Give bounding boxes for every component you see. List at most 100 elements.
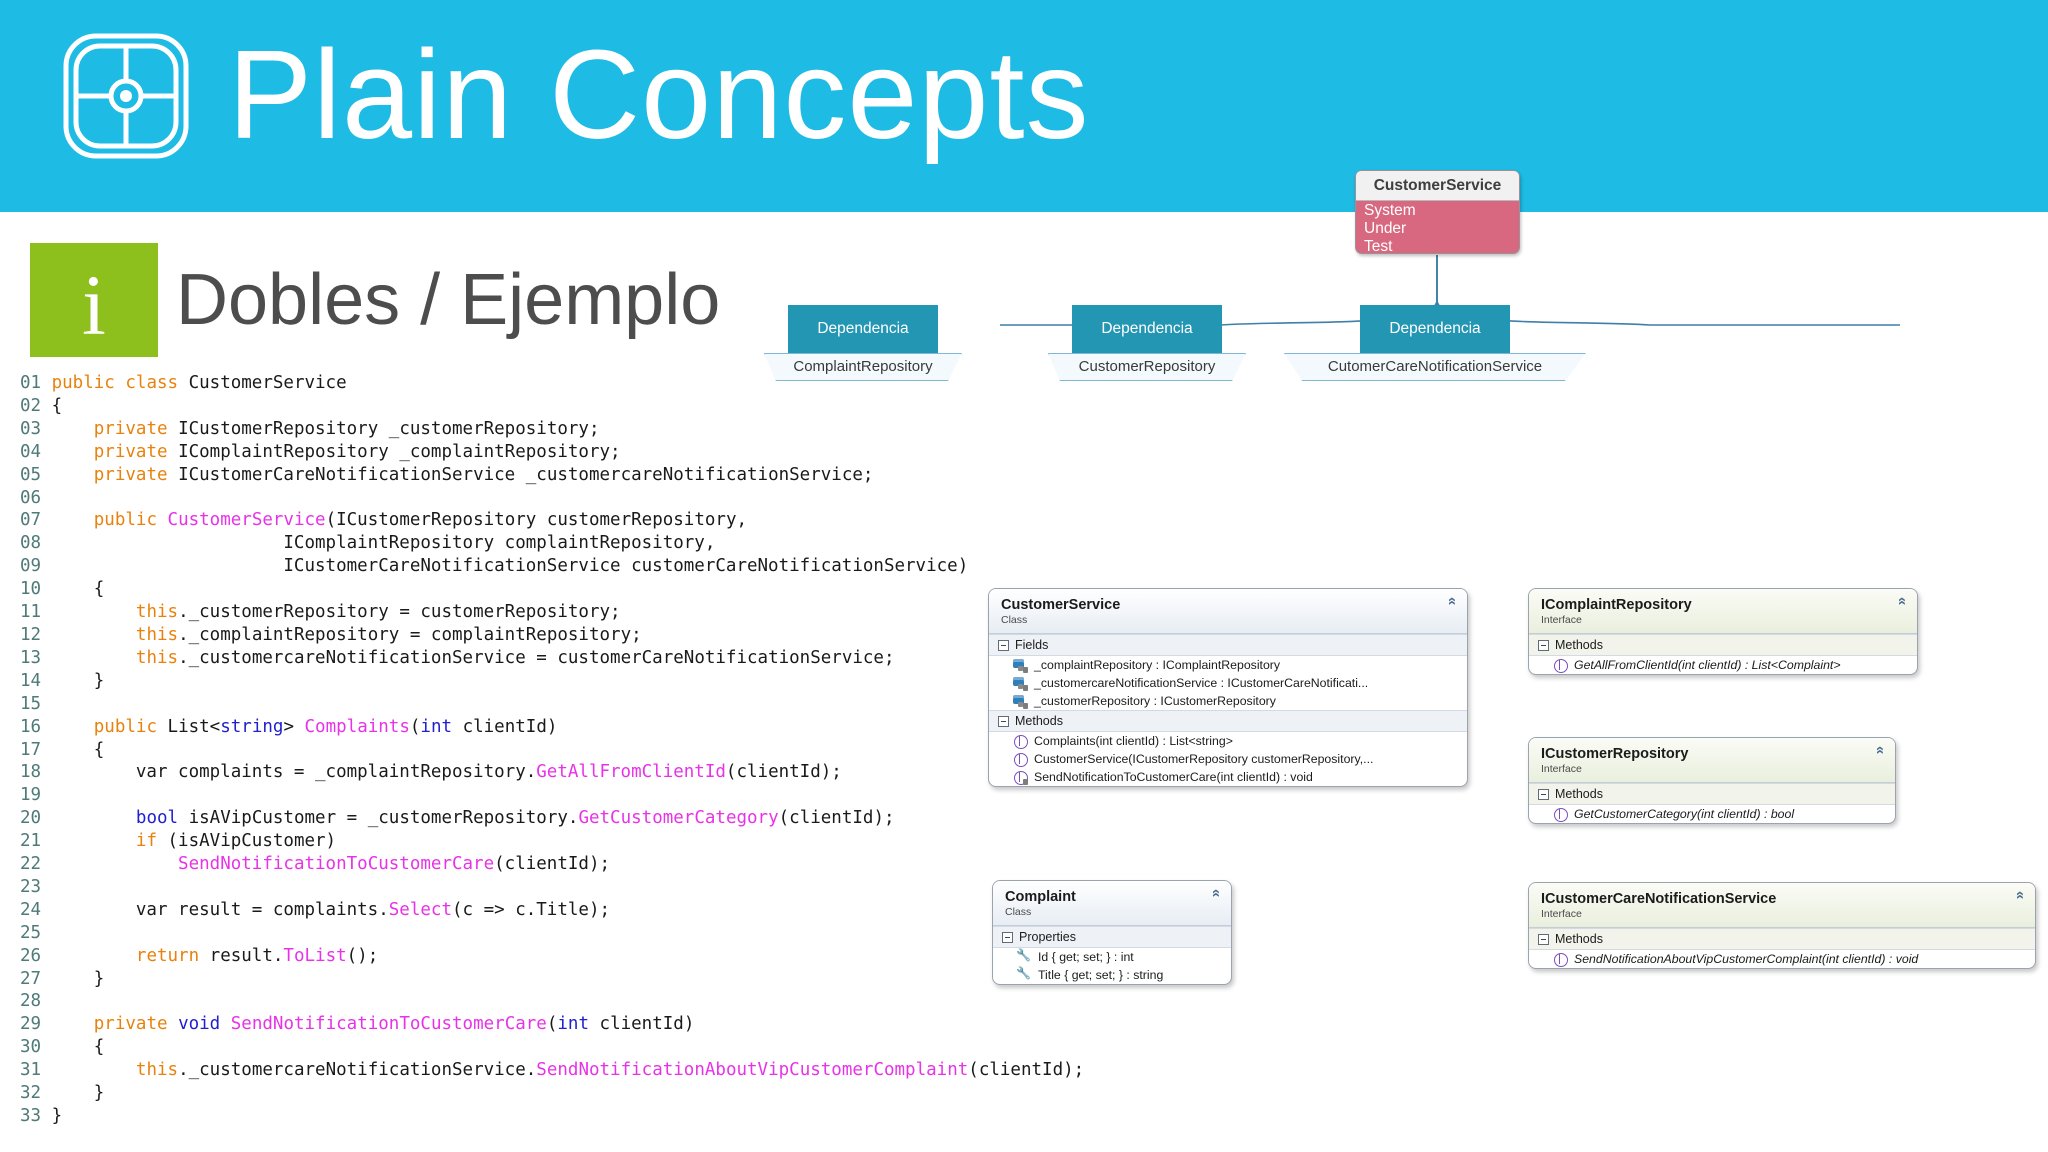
code-token: void bbox=[178, 1014, 221, 1035]
uml-type-name: CustomerService bbox=[1001, 597, 1121, 613]
uml-member-row[interactable]: CustomerService(ICustomerRepository cust… bbox=[989, 750, 1467, 768]
code-line: 22 SendNotificationToCustomerCare(client… bbox=[20, 853, 1084, 876]
uml-type-kind: Class bbox=[1005, 906, 1032, 918]
uml-member-row[interactable]: GetAllFromClientId(int clientId) : List<… bbox=[1529, 656, 1917, 674]
code-token bbox=[52, 442, 94, 462]
uml-member-row[interactable]: Complaints(int clientId) : List<string> bbox=[989, 732, 1467, 750]
uml-member-row[interactable]: SendNotificationAboutVipCustomerComplain… bbox=[1529, 950, 2035, 968]
code-token: ( bbox=[546, 1014, 558, 1035]
uml-section-header[interactable]: Fields bbox=[989, 634, 1467, 656]
code-line-number: 30 bbox=[20, 1037, 52, 1058]
uml-member-row[interactable]: SendNotificationToCustomerCare(int clien… bbox=[989, 768, 1467, 786]
uml-member-label: Complaints(int clientId) : List<string> bbox=[1034, 734, 1233, 748]
code-token: result. bbox=[199, 945, 284, 966]
code-token: private bbox=[93, 464, 179, 485]
property-icon bbox=[1016, 948, 1031, 964]
code-line-number: 15 bbox=[20, 693, 52, 714]
chevron-up-icon[interactable]: « bbox=[1444, 597, 1461, 606]
code-line: 16 public List<string> Complaints(int cl… bbox=[20, 716, 1084, 739]
collapse-minus-icon[interactable] bbox=[1538, 933, 1549, 945]
code-line: 12 this._complaintRepository = complaint… bbox=[20, 624, 1084, 647]
code-line: 01 public class CustomerService bbox=[20, 372, 1084, 395]
uml-member-row[interactable]: _customerRepository : ICustomerRepositor… bbox=[989, 692, 1467, 710]
collapse-minus-icon[interactable] bbox=[1538, 639, 1549, 651]
code-token: (); bbox=[346, 945, 379, 966]
code-token: ICustomerRepository _customerRepository; bbox=[178, 418, 600, 439]
uml-member-row[interactable]: GetCustomerCategory(int clientId) : bool bbox=[1529, 805, 1895, 823]
collapse-minus-icon[interactable] bbox=[1538, 788, 1549, 800]
code-line: 03 private ICustomerRepository _customer… bbox=[20, 418, 1084, 441]
code-line-number: 12 bbox=[20, 624, 52, 645]
code-token: (clientId); bbox=[778, 808, 895, 829]
uml-section-header[interactable]: Methods bbox=[1529, 928, 2035, 950]
code-line: 17 { bbox=[20, 739, 1084, 762]
collapse-minus-icon[interactable] bbox=[1002, 931, 1013, 943]
collapse-minus-icon[interactable] bbox=[998, 639, 1009, 651]
uml-section-title: Properties bbox=[1019, 930, 1076, 944]
code-token bbox=[52, 648, 136, 668]
code-token: Select bbox=[388, 899, 452, 920]
dependency-name-3: CutomerCareNotificationService bbox=[1327, 358, 1543, 375]
uml-section-header[interactable]: Methods bbox=[1529, 783, 1895, 805]
uml-section-title: Methods bbox=[1015, 714, 1063, 728]
code-line: 27 } bbox=[20, 968, 1084, 991]
code-token: int bbox=[557, 1014, 589, 1035]
chevron-up-icon[interactable]: « bbox=[1894, 597, 1911, 606]
code-token: } bbox=[51, 1083, 105, 1104]
code-token: clientId) bbox=[589, 1014, 695, 1035]
code-token: ICustomerCareNotificationService _custom… bbox=[178, 464, 874, 485]
uml-type-name: IComplaintRepository bbox=[1541, 597, 1692, 613]
dependency-tree-diagram: CustomerService System Under Test Depend… bbox=[764, 150, 2040, 410]
uml-member-row[interactable]: Title { get; set; } : string bbox=[993, 966, 1231, 984]
field-icon bbox=[1013, 694, 1028, 709]
code-token: int bbox=[420, 716, 453, 737]
code-line-number: 09 bbox=[20, 556, 52, 577]
code-token: > bbox=[283, 716, 305, 737]
property-icon bbox=[1016, 966, 1031, 982]
code-line: 24 var result = complaints.Select(c => c… bbox=[20, 899, 1084, 922]
code-line: 11 this._customerRepository = customerRe… bbox=[20, 601, 1084, 624]
code-token: IComplaintRepository complaintRepository… bbox=[51, 533, 716, 554]
uml-member-row[interactable]: _complaintRepository : IComplaintReposit… bbox=[989, 656, 1467, 674]
code-token bbox=[52, 854, 178, 874]
uml-section-title: Fields bbox=[1015, 638, 1049, 652]
code-line-number: 16 bbox=[20, 716, 52, 737]
uml-member-row[interactable]: Id { get; set; } : int bbox=[993, 948, 1231, 966]
collapse-minus-icon[interactable] bbox=[998, 715, 1009, 727]
code-line: 07 public CustomerService(ICustomerRepos… bbox=[20, 509, 1084, 532]
uml-section-header[interactable]: Methods bbox=[1529, 634, 1917, 656]
code-line: 13 this._customercareNotificationService… bbox=[20, 647, 1084, 670]
code-token: (ICustomerRepository customerRepository, bbox=[325, 510, 748, 531]
uml-member-label: _customerRepository : ICustomerRepositor… bbox=[1034, 694, 1276, 708]
plain-concepts-logo-icon bbox=[63, 33, 189, 159]
sut-line-1: System bbox=[1364, 202, 1416, 219]
code-token: private bbox=[93, 418, 179, 439]
chevron-up-icon[interactable]: « bbox=[1872, 746, 1889, 755]
code-token: ICustomerCareNotificationService custome… bbox=[51, 556, 969, 577]
method-icon bbox=[1553, 807, 1568, 822]
uml-member-row[interactable]: _customercareNotificationService : ICust… bbox=[989, 674, 1467, 692]
code-line-number: 20 bbox=[20, 808, 52, 829]
code-token: isAVipCustomer = _customerRepository. bbox=[178, 808, 579, 829]
code-token: this bbox=[135, 624, 179, 645]
code-line-number: 33 bbox=[20, 1106, 52, 1126]
code-token: IComplaintRepository _complaintRepositor… bbox=[178, 441, 621, 462]
chevron-up-icon[interactable]: « bbox=[1208, 889, 1225, 898]
uml-member-label: GetCustomerCategory(int clientId) : bool bbox=[1574, 807, 1795, 821]
code-token: { bbox=[51, 1037, 105, 1058]
dependency-banner-3: CutomerCareNotificationService bbox=[1284, 353, 1586, 381]
code-token: } bbox=[51, 1106, 63, 1126]
uml-section-header[interactable]: Properties bbox=[993, 926, 1231, 948]
code-token: SendNotificationToCustomerCare bbox=[230, 1014, 547, 1035]
code-token: List< bbox=[167, 716, 221, 737]
dependency-label-2: Dependencia bbox=[1072, 305, 1222, 353]
field-icon bbox=[1013, 658, 1028, 673]
chevron-up-icon[interactable]: « bbox=[2012, 891, 2029, 900]
uml-member-label: CustomerService(ICustomerRepository cust… bbox=[1034, 752, 1374, 766]
dependency-banner-1: ComplaintRepository bbox=[764, 353, 962, 381]
uml-section-header[interactable]: Methods bbox=[989, 710, 1467, 732]
code-token: Complaints bbox=[304, 716, 410, 737]
